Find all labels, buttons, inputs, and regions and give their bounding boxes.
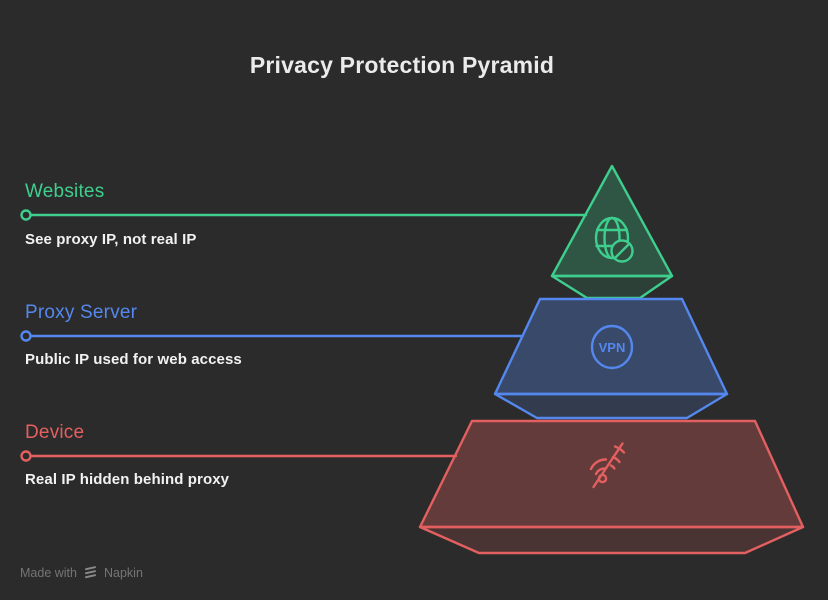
layer-desc-device: Real IP hidden behind proxy xyxy=(25,471,230,488)
page-title: Privacy Protection Pyramid xyxy=(249,52,555,78)
wifi-off-icon xyxy=(589,442,626,489)
napkin-brand-text: Napkin xyxy=(103,565,143,580)
websites-underside xyxy=(550,274,674,300)
layer-label-device: Device xyxy=(25,422,85,443)
made-with-napkin: Made with Napkin xyxy=(20,565,143,580)
vpn-badge-label: VPN xyxy=(599,340,626,355)
connector-dot-proxy-server xyxy=(20,330,32,342)
connector-proxy-server xyxy=(20,330,523,342)
pyramid-layer-websites xyxy=(550,164,674,300)
layer-desc-proxy-server: Public IP used for web access xyxy=(25,351,242,368)
connector-websites xyxy=(20,209,588,221)
device-underside xyxy=(418,525,805,555)
proxy-underside xyxy=(493,392,729,420)
device-face xyxy=(418,419,805,529)
proxy-face xyxy=(493,297,729,396)
connector-dot-device xyxy=(20,450,32,462)
connector-dot-websites xyxy=(20,209,32,221)
globe-off-icon xyxy=(594,216,634,263)
connector-device xyxy=(20,450,458,462)
vpn-badge-icon: VPN xyxy=(590,324,634,370)
pyramid-layer-device xyxy=(418,419,805,555)
layer-label-websites: Websites xyxy=(25,181,105,202)
websites-face xyxy=(550,164,674,278)
made-with-text: Made with xyxy=(20,565,77,580)
layer-label-proxy-server: Proxy Server xyxy=(25,302,138,323)
layer-desc-websites: See proxy IP, not real IP xyxy=(25,231,197,248)
pyramid-layer-proxy-server: VPN xyxy=(493,297,729,420)
napkin-logo-icon xyxy=(84,566,96,579)
